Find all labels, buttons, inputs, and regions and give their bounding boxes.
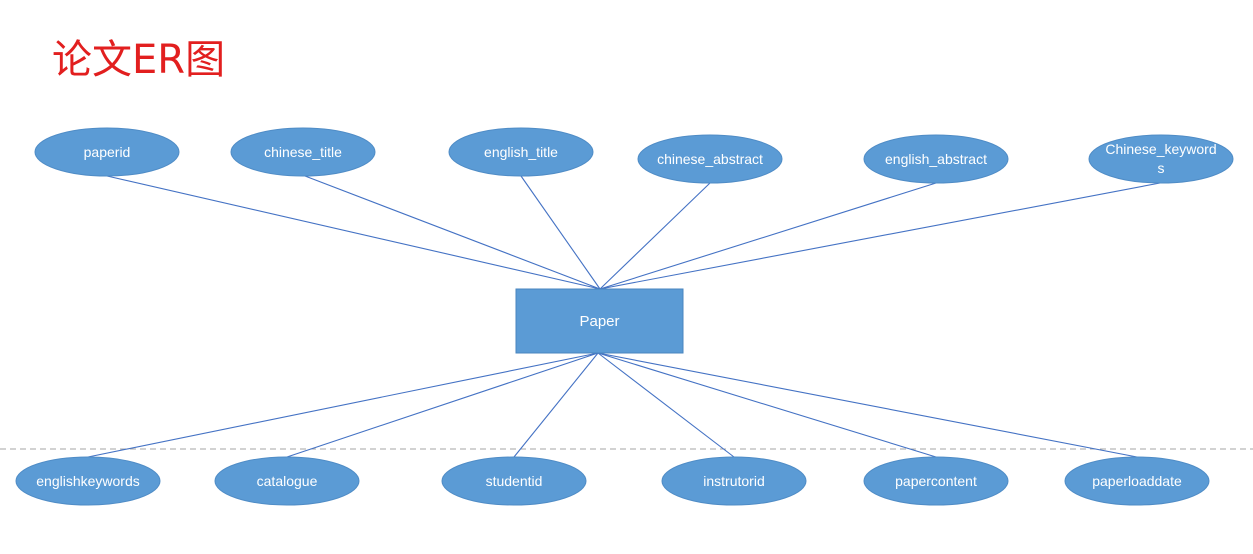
attribute-ellipse-paperloaddate[interactable] xyxy=(1064,456,1210,506)
attribute-label-paperid: paperid xyxy=(83,143,131,160)
attribute-ellipse-paperid[interactable] xyxy=(34,127,180,177)
entity-label: Paper xyxy=(579,312,620,330)
diagram-title: 论文ER图 xyxy=(52,37,226,83)
attribute-ellipse-instrutorid[interactable] xyxy=(661,456,807,506)
attribute-ellipse-chinese-keywords[interactable] xyxy=(1088,134,1234,184)
attribute-ellipse-studentid[interactable] xyxy=(441,456,587,506)
connector-chinese-abstract xyxy=(599,182,711,290)
attribute-label-chinese-title: chinese_title xyxy=(264,143,342,160)
connector-chinese-keywords xyxy=(599,182,1161,290)
attribute-label-instrutorid: instrutorid xyxy=(703,472,765,489)
connector-catalogue xyxy=(286,352,599,458)
attribute-ellipse-chinese-abstract[interactable] xyxy=(637,134,783,184)
connector-studentid xyxy=(513,352,599,458)
attribute-label-chinese-keywords: Chinese_keywords xyxy=(1105,141,1217,176)
connector-papercontent xyxy=(597,352,937,458)
connector-english-abstract xyxy=(599,182,937,290)
attribute-ellipse-englishkeywords[interactable] xyxy=(15,456,161,506)
attribute-ellipse-catalogue[interactable] xyxy=(214,456,360,506)
attribute-label-studentid: studentid xyxy=(485,472,543,489)
entity-box[interactable] xyxy=(515,288,684,354)
attribute-ellipse-english-abstract[interactable] xyxy=(863,134,1009,184)
attribute-label-english-title: english_title xyxy=(484,143,558,160)
connector-instrutorid xyxy=(597,352,735,458)
attribute-ellipse-chinese-title[interactable] xyxy=(230,127,376,177)
attribute-label-chinese-abstract: chinese_abstract xyxy=(657,150,763,167)
attribute-label-papercontent: papercontent xyxy=(895,472,977,489)
attribute-label-catalogue: catalogue xyxy=(256,472,318,489)
connector-english-title xyxy=(520,175,601,290)
attribute-label-englishkeywords: englishkeywords xyxy=(36,472,140,489)
attribute-ellipse-papercontent[interactable] xyxy=(863,456,1009,506)
connector-paperid xyxy=(106,175,601,290)
connector-paperloaddate xyxy=(597,352,1138,458)
attribute-ellipse-english-title[interactable] xyxy=(448,127,594,177)
connector-englishkeywords xyxy=(87,352,599,458)
connector-chinese-title xyxy=(304,175,601,290)
attribute-label-english-abstract: english_abstract xyxy=(885,150,987,167)
attribute-label-paperloaddate: paperloaddate xyxy=(1092,472,1182,489)
